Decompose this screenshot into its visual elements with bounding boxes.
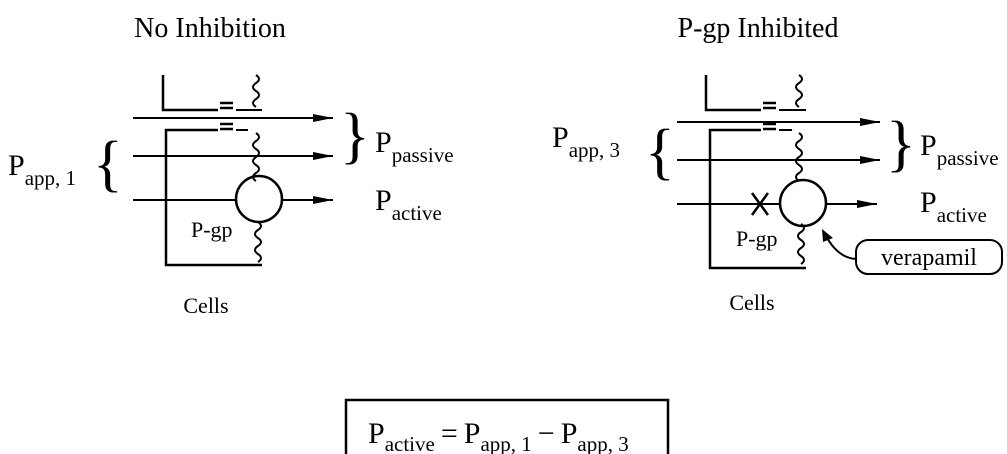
panel-pgp-inhibited: P-gp Inhibited P-gp verapamil — [552, 13, 1003, 315]
panel-title: No Inhibition — [134, 13, 286, 44]
papp-label: Papp, 1 — [8, 149, 76, 190]
panel-no-inhibition: No Inhibition P-gp { } Papp, 1 Ppassive … — [8, 13, 454, 318]
inhibitor-arrowhead-icon — [822, 229, 833, 242]
cell-outline — [161, 74, 262, 267]
cells-label: Cells — [183, 293, 228, 318]
blocked-x-icon — [750, 192, 770, 216]
papp-brace-icon: { — [645, 118, 675, 186]
pgp-transporter-icon — [234, 174, 284, 224]
equation: Pactive=Papp, 1−Papp, 3 — [368, 417, 629, 454]
pgp-label: P-gp — [191, 217, 233, 242]
p-active-label: Pactive — [375, 184, 442, 225]
verapamil-label: verapamil — [881, 245, 977, 271]
panel-title: P-gp Inhibited — [678, 13, 839, 44]
pgp-transporter-icon — [778, 178, 828, 228]
passive-brace-icon: } — [886, 110, 916, 178]
papp-brace-icon: { — [93, 130, 123, 198]
inhibitor-arrow — [825, 235, 857, 260]
p-active-label: Pactive — [920, 186, 987, 227]
pgp-label: P-gp — [736, 226, 778, 251]
cell-outline — [704, 74, 806, 270]
p-passive-label: Ppassive — [375, 126, 454, 167]
cells-label: Cells — [729, 290, 774, 315]
p-passive-label: Ppassive — [920, 129, 999, 170]
papp-label: Papp, 3 — [552, 121, 620, 162]
verapamil-box — [855, 239, 1003, 275]
passive-brace-icon: } — [340, 102, 370, 170]
equation-box: Pactive=Papp, 1−Papp, 3 — [344, 398, 670, 454]
equation-frame — [344, 398, 670, 454]
